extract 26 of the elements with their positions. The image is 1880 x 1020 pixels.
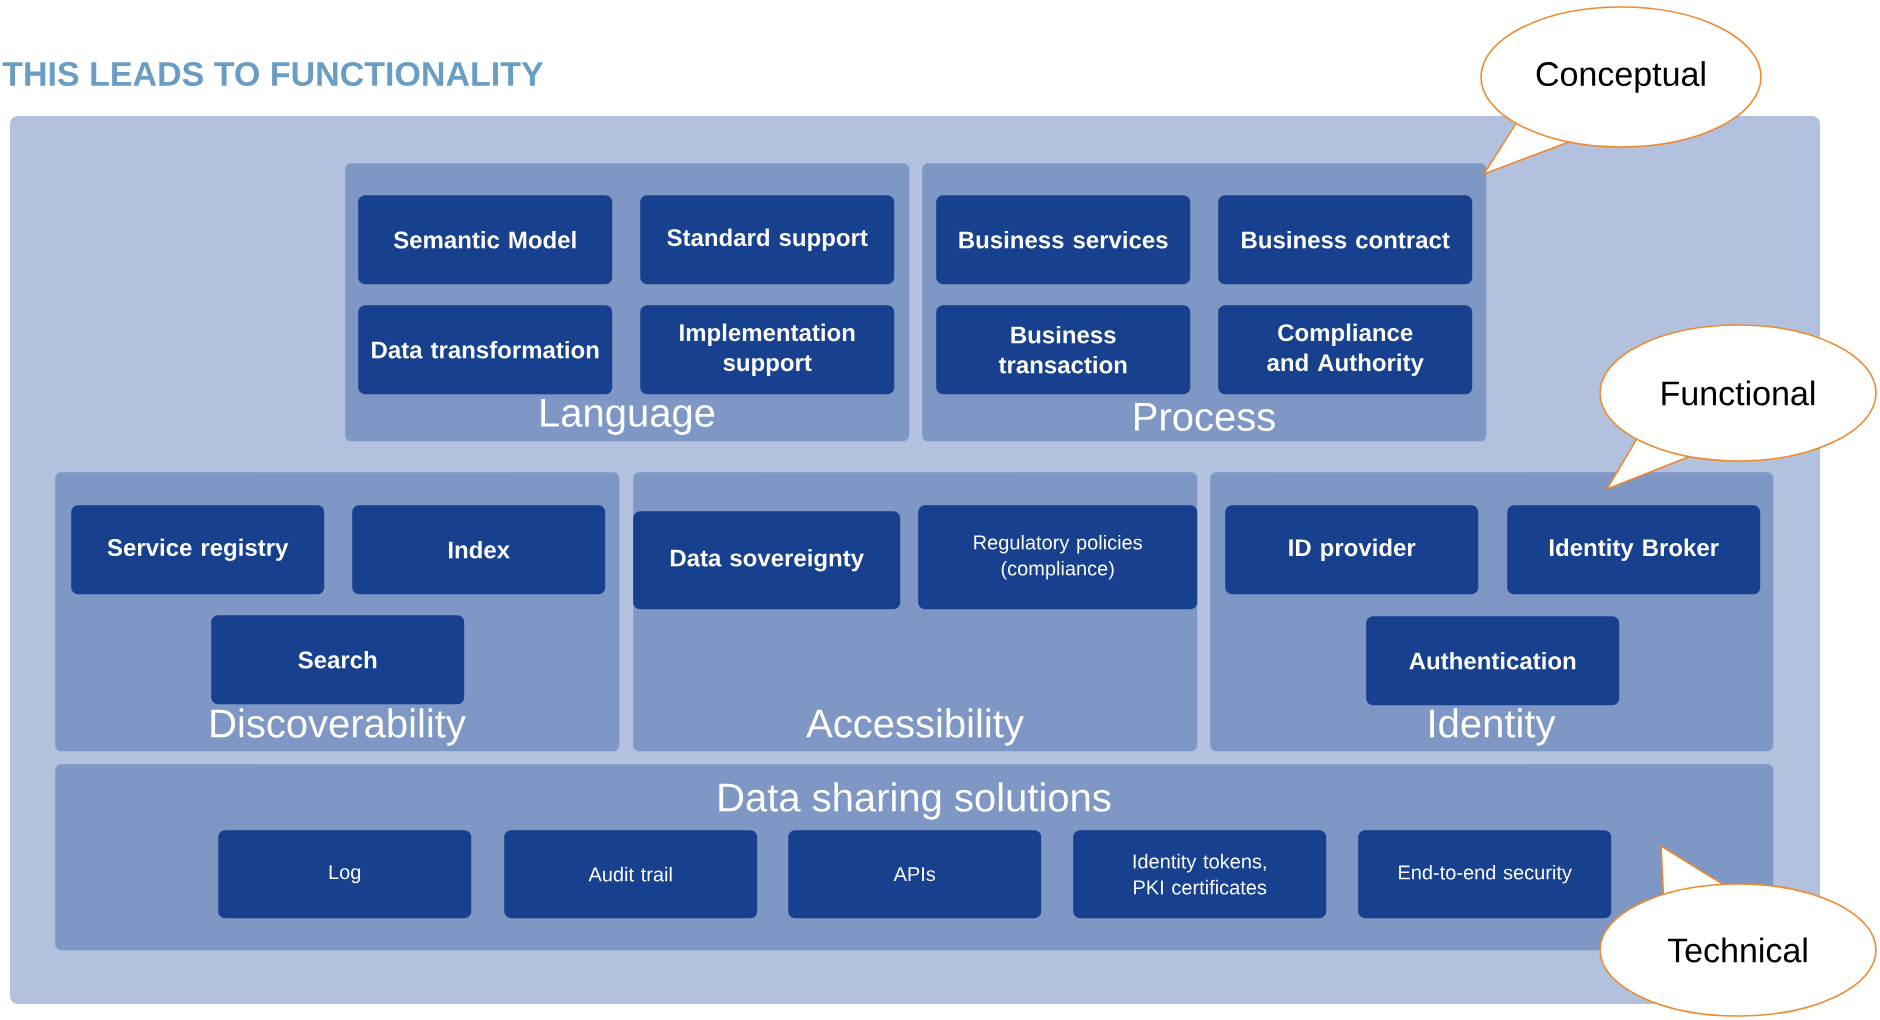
- function-box: Authentication: [1366, 616, 1620, 706]
- function-box: Business contract: [1218, 195, 1473, 285]
- function-box: Business services: [936, 195, 1191, 285]
- function-box: Audit trail: [504, 830, 758, 919]
- speech-bubble: Conceptual: [1480, 6, 1762, 175]
- speech-bubble: Technical: [1599, 845, 1877, 1017]
- function-box: Index: [352, 505, 606, 595]
- function-box: ID provider: [1225, 505, 1479, 595]
- function-box: Standard support: [640, 195, 895, 285]
- function-box: Identity Broker: [1507, 505, 1761, 595]
- function-box: Semantic Model: [358, 195, 613, 285]
- function-box: Compliance and Authority: [1218, 305, 1473, 395]
- function-box: Implementation support: [640, 305, 895, 395]
- function-box: Business transaction: [936, 305, 1191, 395]
- function-box: Log: [218, 830, 472, 919]
- function-box: APIs: [788, 830, 1042, 919]
- function-box: End-to-end security: [1358, 830, 1612, 919]
- node-label: Functional: [1662, 380, 1815, 406]
- function-box: Data sovereignty: [633, 511, 901, 610]
- function-box: Data transformation: [358, 305, 613, 395]
- function-box: Service registry: [71, 505, 325, 595]
- function-box: Regulatory policies (compliance): [918, 505, 1198, 610]
- function-box: Identity tokens, PKI certificates: [1073, 830, 1327, 919]
- function-box: Search: [211, 615, 465, 705]
- speech-bubble: Functional: [1599, 324, 1877, 490]
- title: THIS LEADS TO FUNCTIONALITY: [2, 61, 544, 87]
